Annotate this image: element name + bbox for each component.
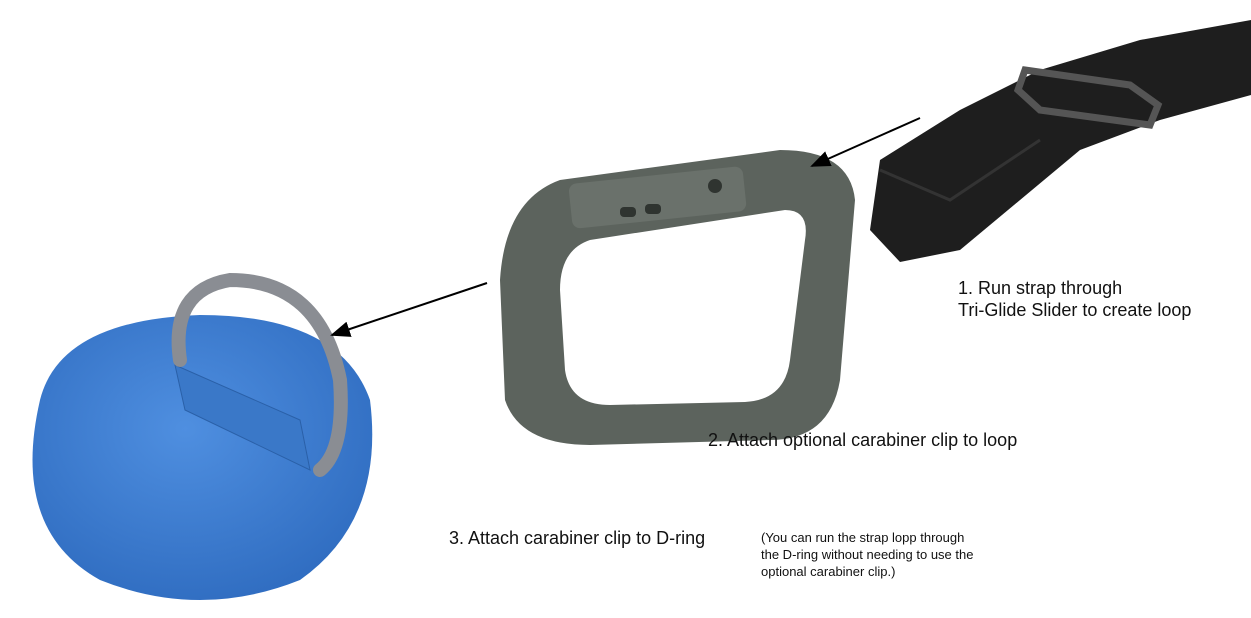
note-line1: (You can run the strap lopp through xyxy=(761,530,965,545)
d-ring-patch-image xyxy=(32,272,373,600)
note-line2: the D-ring without needing to use the xyxy=(761,547,974,562)
step2-label: 2. Attach optional carabiner clip to loo… xyxy=(708,430,1018,450)
strap-with-tri-glide-image xyxy=(870,20,1251,262)
step1-line2: Tri-Glide Slider to create loop xyxy=(958,300,1192,320)
carabiner-clip-image xyxy=(500,150,855,445)
step3-label: 3. Attach carabiner clip to D-ring xyxy=(449,528,706,548)
step1-line1: 1. Run strap through xyxy=(958,278,1123,298)
arrow-carabiner-to-d-ring xyxy=(330,282,488,337)
note-line3: optional carabiner clip.) xyxy=(761,564,896,579)
arrow-strap-to-carabiner xyxy=(810,117,921,167)
